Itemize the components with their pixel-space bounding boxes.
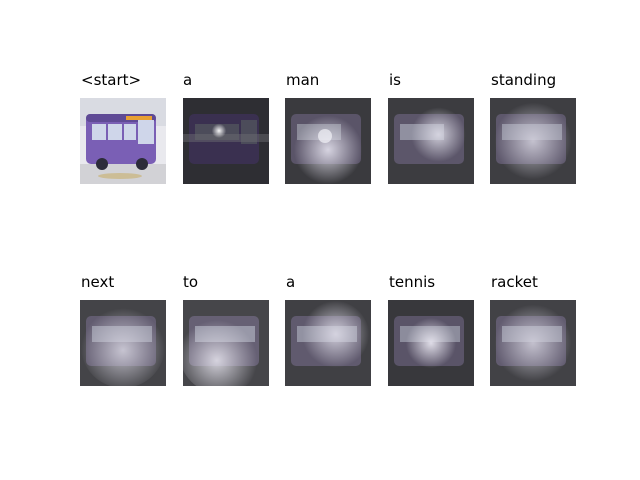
attention-panel-6 <box>80 300 166 386</box>
word-label-1: <start> <box>81 71 142 89</box>
word-label-8: a <box>286 273 296 291</box>
attention-panel-1 <box>80 98 166 184</box>
attention-panel-4 <box>388 98 474 184</box>
attention-map-man <box>285 98 371 184</box>
bus-photo <box>80 98 166 184</box>
word-label-9: tennis <box>389 273 436 291</box>
attention-map-to <box>183 300 269 386</box>
attention-panel-5 <box>490 98 576 184</box>
word-label-7: to <box>183 273 199 291</box>
attention-panel-9 <box>388 300 474 386</box>
attention-panel-7 <box>183 300 269 386</box>
word-label-3: man <box>286 71 320 89</box>
word-label-2: a <box>183 71 193 89</box>
attention-map-racket <box>490 300 576 386</box>
word-label-6: next <box>81 273 115 291</box>
attention-map-next <box>80 300 166 386</box>
attention-panel-2 <box>183 98 269 184</box>
word-label-10: racket <box>491 273 538 291</box>
word-label-5: standing <box>491 71 557 89</box>
attention-map-standing <box>490 98 576 184</box>
word-label-4: is <box>389 71 401 89</box>
attention-map-is <box>388 98 474 184</box>
attention-panel-10 <box>490 300 576 386</box>
attention-panel-8 <box>285 300 371 386</box>
attention-panel-3 <box>285 98 371 184</box>
attention-map-a-2 <box>285 300 371 386</box>
attention-map-tennis <box>388 300 474 386</box>
attention-map-a <box>183 98 269 184</box>
